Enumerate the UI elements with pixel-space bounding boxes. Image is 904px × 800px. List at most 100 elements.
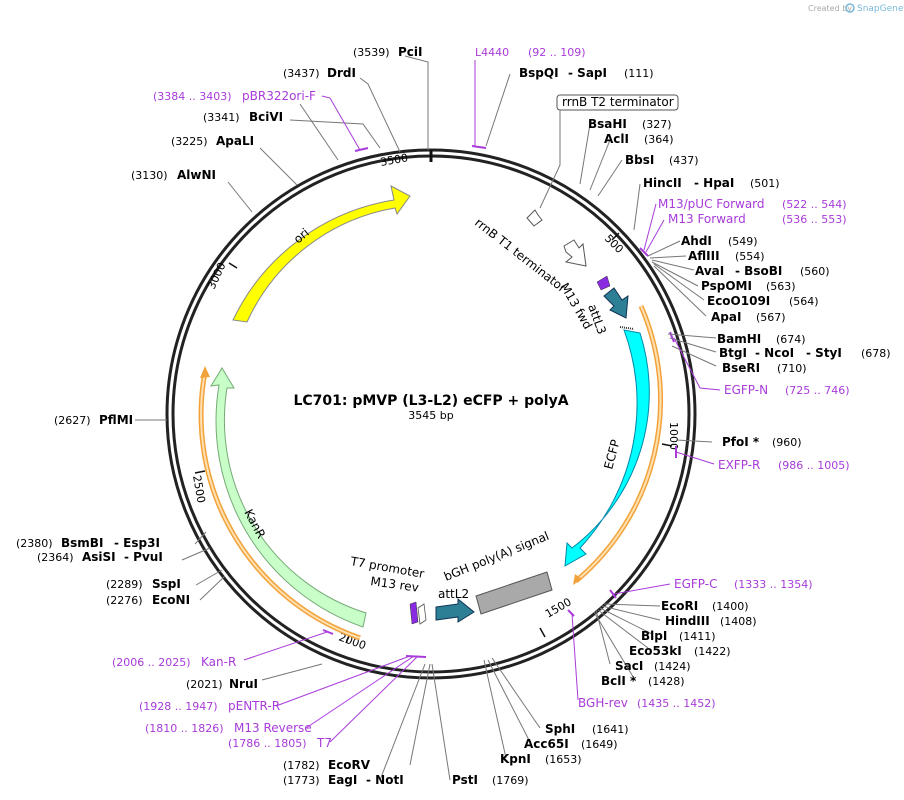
site-apali-pos: (3225) xyxy=(171,135,208,148)
primer-pbr322[interactable]: pBR322ori-F xyxy=(242,89,316,103)
site-nrui-pos: (2021) xyxy=(186,678,223,691)
site-ecorv[interactable]: EcoRV xyxy=(328,758,371,772)
site-acli-pos: (364) xyxy=(644,133,674,146)
site-asisi-pos: (2364) xyxy=(37,551,74,564)
primer-t7[interactable]: T7 xyxy=(316,736,332,750)
primer-m13puc-range: (522 .. 544) xyxy=(782,198,847,211)
site-blpi[interactable]: BlpI xyxy=(641,629,667,643)
site-alwni[interactable]: AlwNI xyxy=(177,168,216,182)
site-ahdi-pos: (549) xyxy=(728,235,758,248)
site-acc65i-pos: (1649) xyxy=(581,738,618,751)
site-bamhi[interactable]: BamHI xyxy=(717,332,761,346)
site-pcii[interactable]: PciI xyxy=(398,45,423,59)
t7-promoter-marker xyxy=(417,603,427,625)
primer-egfpc[interactable]: EGFP-C xyxy=(674,577,717,591)
site-leader-lines xyxy=(135,55,717,781)
primer-kanr[interactable]: Kan-R xyxy=(201,655,236,669)
site-pspomi-pos: (563) xyxy=(766,280,796,293)
site-apai[interactable]: ApaI xyxy=(711,310,741,324)
primer-m13f[interactable]: M13 Forward xyxy=(668,212,746,226)
site-bamhi-pos: (674) xyxy=(776,333,806,346)
snapgene-logo-icon xyxy=(845,3,855,13)
site-afliii[interactable]: AflIII xyxy=(688,249,720,263)
site-ecorv-pos: (1782) xyxy=(283,759,320,772)
m13-rev-marker xyxy=(409,601,419,625)
site-kpni-pos: (1653) xyxy=(545,753,582,766)
site-apali[interactable]: ApaLI xyxy=(216,134,254,148)
ecfp-orf-arrowhead xyxy=(573,574,582,585)
site-bsmbi-pos: (2380) xyxy=(16,537,53,550)
primer-m13r-range: (1810 .. 1826) xyxy=(145,722,224,735)
primer-egfpn[interactable]: EGFP-N xyxy=(724,383,768,397)
site-nrui[interactable]: NruI xyxy=(229,677,258,691)
site-asisi[interactable]: AsiSI xyxy=(82,550,116,564)
primer-m13r[interactable]: M13 Reverse xyxy=(234,721,312,735)
primer-pentr[interactable]: pENTR-R xyxy=(228,699,280,713)
site-acc65i[interactable]: Acc65I xyxy=(524,737,569,751)
site-ecoo109i-pos: (564) xyxy=(789,295,819,308)
site-eco53ki[interactable]: Eco53kI xyxy=(629,644,682,658)
site-sspi-pos: (2289) xyxy=(106,578,143,591)
site-bsahi-pos: (327) xyxy=(642,118,672,131)
site-econi[interactable]: EcoNI xyxy=(152,593,190,607)
site-pvui[interactable]: - PvuI xyxy=(124,550,163,564)
site-drdi[interactable]: DrdI xyxy=(327,66,356,80)
site-bsmbi[interactable]: BsmBI xyxy=(61,536,103,550)
site-pfoi[interactable]: PfoI * xyxy=(722,435,760,449)
primer-exfpr[interactable]: EXFP-R xyxy=(718,458,760,472)
site-sphi-pos: (1641) xyxy=(592,723,629,736)
site-esp3i[interactable]: - Esp3I xyxy=(114,536,160,550)
site-acli[interactable]: AclI xyxy=(604,132,629,146)
site-kpni[interactable]: KpnI xyxy=(500,752,531,766)
rrnb-t2-terminator-arrow xyxy=(526,209,543,227)
rrnb-t2-label: rrnB T2 terminator xyxy=(562,95,674,109)
kanr-orf-arrowhead xyxy=(200,366,210,378)
site-hindiii[interactable]: HindIII xyxy=(665,614,710,628)
site-bseri-pos: (710) xyxy=(777,362,807,375)
site-sapi[interactable]: - SapI xyxy=(568,66,607,80)
site-ecori-pos: (1400) xyxy=(712,600,749,613)
site-noti[interactable]: - NotI xyxy=(366,773,404,787)
ori-feature-arrow xyxy=(232,185,411,323)
site-hpai[interactable]: - HpaI xyxy=(694,176,734,190)
site-pflmi-pos: (2627) xyxy=(54,414,91,427)
site-saci-pos: (1424) xyxy=(654,660,691,673)
tick-label-500: 500 xyxy=(602,232,626,256)
site-avai[interactable]: AvaI xyxy=(695,264,724,278)
site-bsobi[interactable]: - BsoBI xyxy=(735,264,782,278)
site-drdi-pos: (3437) xyxy=(283,67,320,80)
site-bcivi-pos: (3341) xyxy=(203,111,240,124)
site-ecori[interactable]: EcoRI xyxy=(661,599,698,613)
site-styi[interactable]: - StyI xyxy=(806,346,842,360)
site-bcli[interactable]: BclI * xyxy=(601,674,637,688)
site-bbsi[interactable]: BbsI xyxy=(625,153,654,167)
site-ncoi[interactable]: - NcoI xyxy=(755,346,794,360)
primer-bghrev[interactable]: BGH-rev xyxy=(578,696,628,710)
site-saci[interactable]: SacI xyxy=(615,659,643,673)
primer-l4440[interactable]: L4440 xyxy=(475,46,509,59)
watermark-created-by: Created by xyxy=(808,4,852,13)
tick-label-3500: 3500 xyxy=(379,151,409,169)
primer-m13puc[interactable]: M13/pUC Forward xyxy=(658,197,765,211)
site-eco53ki-pos: (1422) xyxy=(694,645,731,658)
tick-label-3000: 3000 xyxy=(205,260,229,291)
site-bseri[interactable]: BseRI xyxy=(722,361,760,375)
ecfp-label: ECFP xyxy=(601,438,622,471)
site-bcivi[interactable]: BciVI xyxy=(249,110,283,124)
site-psti[interactable]: PstI xyxy=(452,773,478,787)
site-bsahi[interactable]: BsaHI xyxy=(588,117,627,131)
site-ecoo109i[interactable]: EcoO109I xyxy=(707,294,770,308)
site-hincii[interactable]: HincII xyxy=(643,176,682,190)
tick-label-1500: 1500 xyxy=(543,595,574,620)
primer-egfpc-range: (1333 .. 1354) xyxy=(734,578,813,591)
site-btgi[interactable]: BtgI xyxy=(719,346,747,360)
bgh-polya-label: bGH poly(A) signal xyxy=(442,529,551,584)
kanr-orf-arc-inner xyxy=(200,371,361,639)
site-eagi[interactable]: EagI xyxy=(328,773,357,787)
site-sphi[interactable]: SphI xyxy=(545,722,575,736)
site-pflmi[interactable]: PflMI xyxy=(99,413,133,427)
site-bspqi[interactable]: BspQI xyxy=(519,66,559,80)
site-sspi[interactable]: SspI xyxy=(152,577,181,591)
site-pspomi[interactable]: PspOMI xyxy=(701,279,752,293)
site-ahdi[interactable]: AhdI xyxy=(681,234,712,248)
